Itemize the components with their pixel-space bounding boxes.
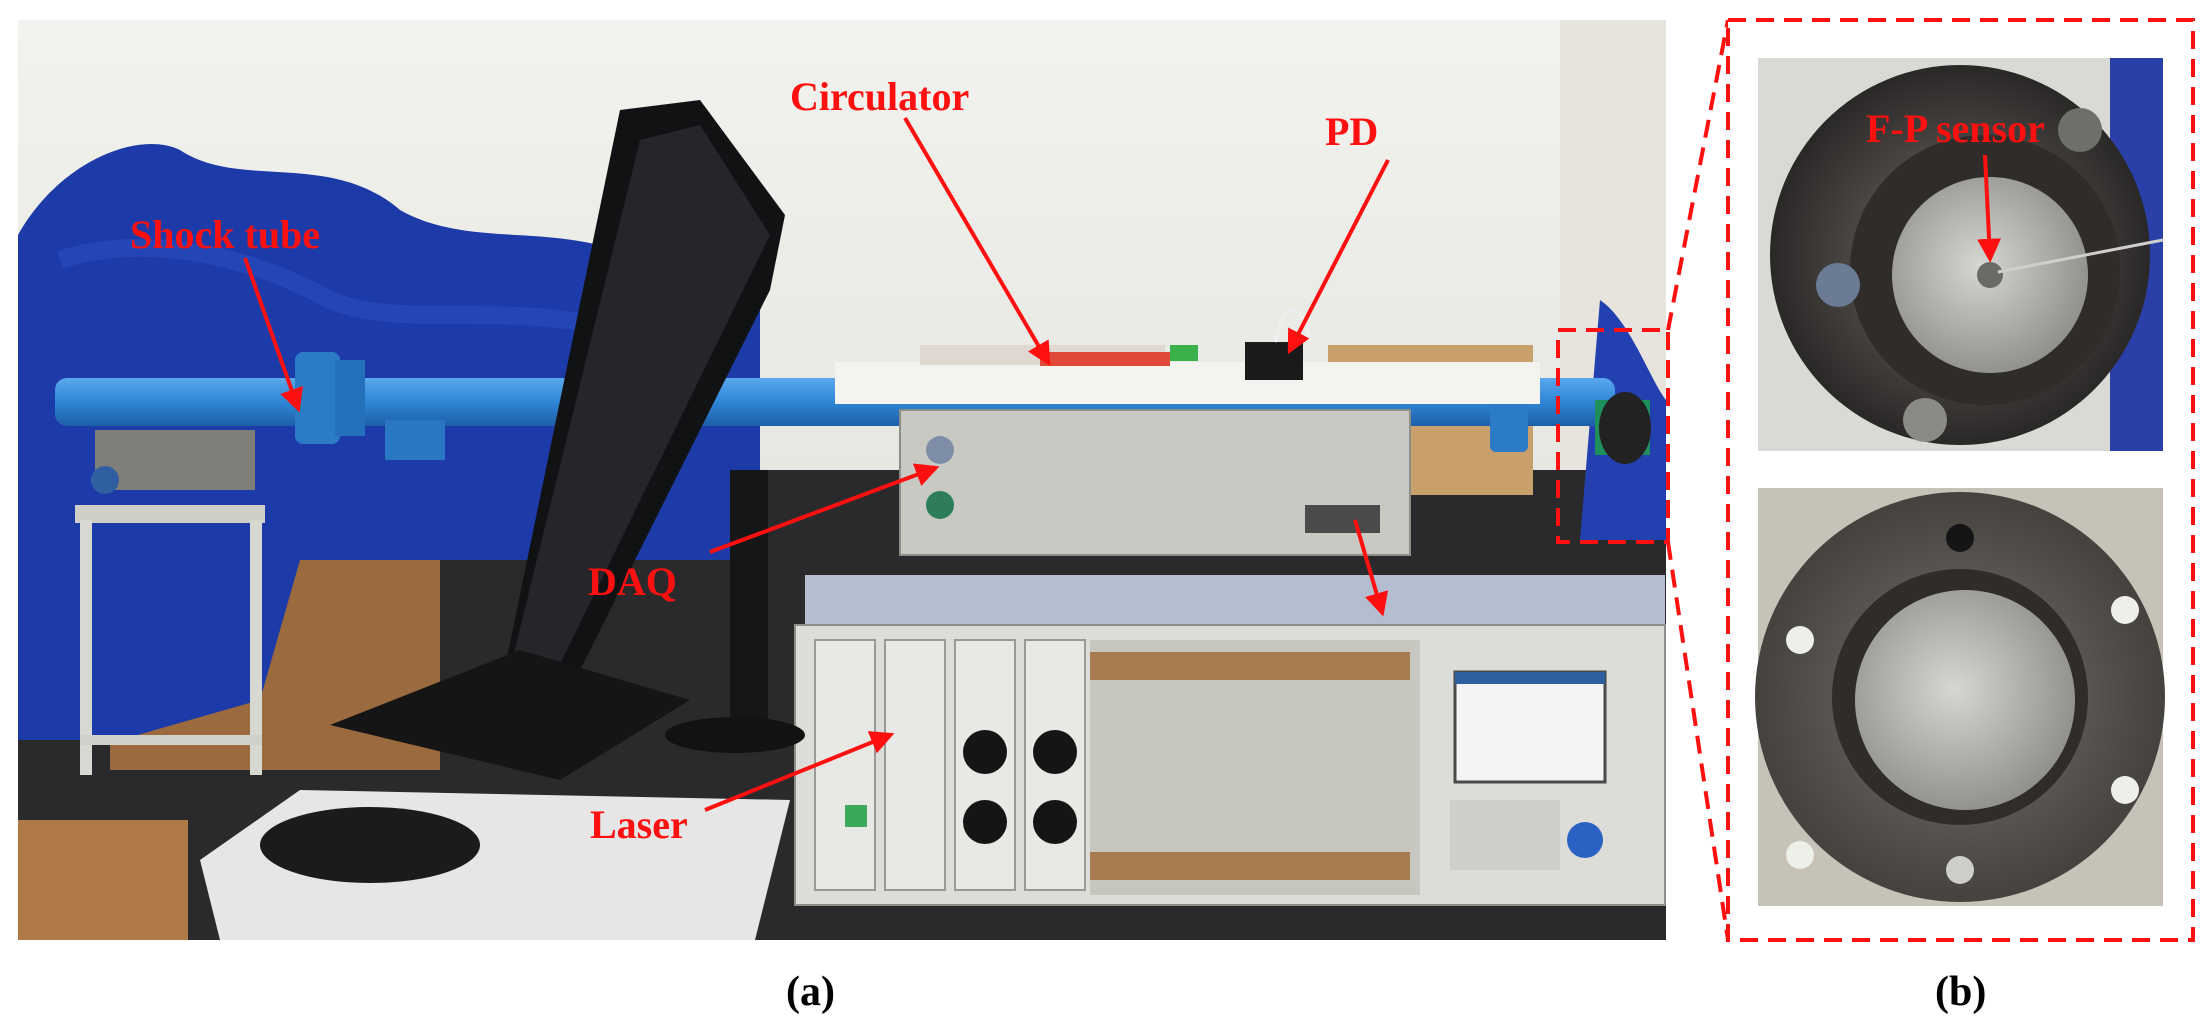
circulator-device xyxy=(1040,352,1170,366)
arrow-daq xyxy=(709,463,940,554)
label-pd: PD xyxy=(1325,109,1378,154)
daq-box xyxy=(899,409,1411,556)
label-shock-tube: Shock tube xyxy=(130,212,320,257)
arrow-laser xyxy=(704,731,895,812)
label-circulator: Circulator xyxy=(790,74,969,119)
wooden-floor xyxy=(18,820,188,940)
metal-stand xyxy=(75,430,265,775)
arrow-fp-sensor xyxy=(1977,154,2002,263)
photodetector-device xyxy=(1245,342,1303,380)
instrument-screen xyxy=(1453,670,1607,784)
panel-a-photo: Shock tube Circulator PD DAQ Laser xyxy=(18,20,1670,940)
arrow-circulator xyxy=(903,116,1051,367)
caption-panel-b: (b) xyxy=(1935,969,1986,1015)
zoom-connector-top xyxy=(1666,19,1730,331)
computer-monitor xyxy=(490,100,805,753)
flange-photo xyxy=(1755,488,2165,906)
arrow-pd xyxy=(1287,159,1390,355)
computer-mouse xyxy=(260,807,480,883)
zoom-connector-bottom xyxy=(1666,541,1730,941)
keyboard xyxy=(330,650,690,780)
laser-mainframe xyxy=(794,575,1666,906)
arrow-daq-output xyxy=(1353,519,1389,617)
sensor-mounted-photo xyxy=(1758,58,2164,451)
label-fp-sensor: F-P sensor xyxy=(1866,106,2045,151)
label-daq: DAQ xyxy=(588,559,677,604)
caption-panel-a: (a) xyxy=(786,969,835,1015)
arrow-shock-tube xyxy=(243,257,303,413)
sensor-location-box xyxy=(1556,328,1670,544)
panel-b: F-P sensor xyxy=(1726,18,2195,942)
blue-cloth-fold xyxy=(57,238,623,339)
label-laser: Laser xyxy=(590,802,688,847)
